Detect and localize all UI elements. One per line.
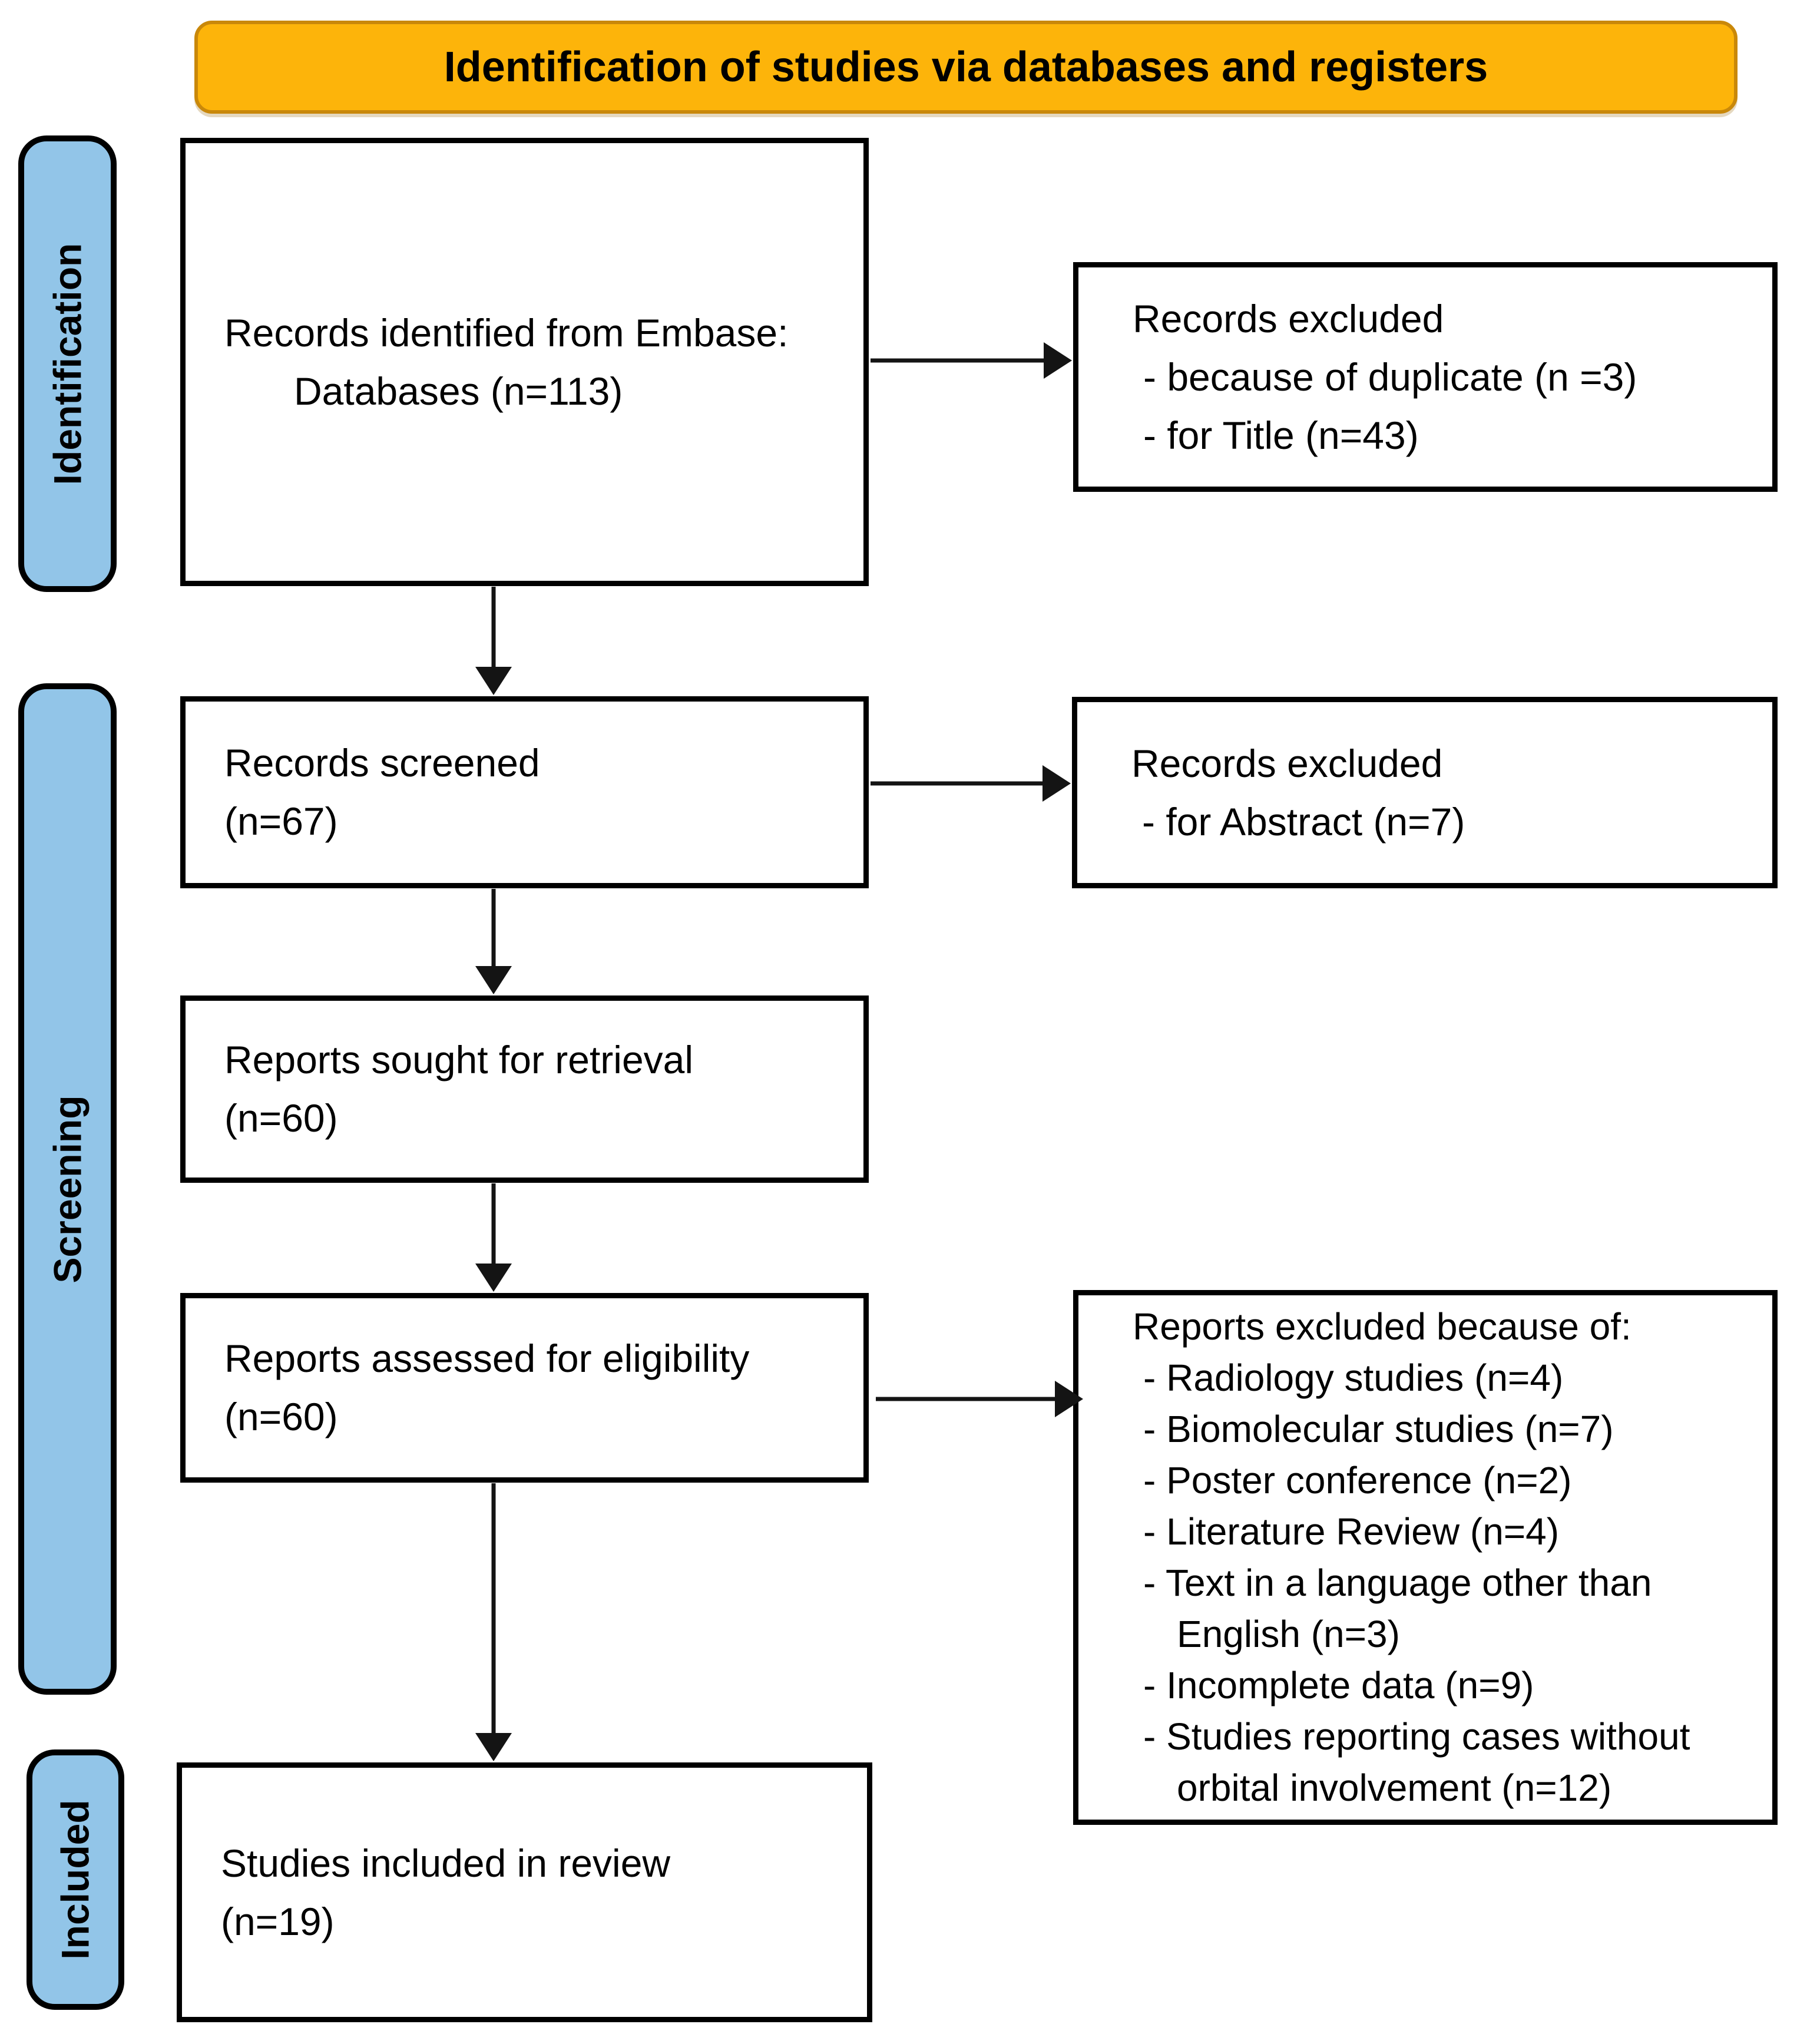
arrow-shaft (871, 358, 1046, 363)
records-identified-line2: Databases (n=113) (294, 369, 623, 413)
arrow-head (475, 1264, 512, 1292)
stage-label-identification: Identification (18, 135, 117, 592)
reports-assessed-line2: (n=60) (224, 1395, 338, 1438)
arrow-assessed-to-included (475, 1483, 512, 1761)
arrow-identified-to-records-excluded (871, 342, 1072, 379)
studies-included-line2: (n=19) (221, 1899, 335, 1943)
arrow-head (475, 667, 512, 695)
exclusion-item-biomolecular: - Biomolecular studies (n=7) (1143, 1407, 1614, 1450)
arrow-head (475, 966, 512, 994)
reports-sought-line2: (n=60) (224, 1096, 338, 1140)
exclusion-item-abstract: - for Abstract (n=7) (1142, 799, 1465, 844)
flow-box-studies-included: Studies included in review (n=19) (177, 1762, 872, 2022)
exclusion-item-duplicate: - because of duplicate (n =3) (1143, 355, 1637, 399)
arrow-head (1043, 765, 1071, 802)
reports-excluded-title: Reports excluded because of: (1133, 1305, 1631, 1348)
arrow-head (1044, 342, 1072, 379)
exclusion-item-language: - Text in a language other than English … (1143, 1562, 1652, 1656)
arrow-shaft (491, 889, 496, 968)
records-screened-line2: (n=67) (224, 799, 338, 843)
stage-label-screening-text: Screening (45, 1094, 90, 1284)
arrow-screened-to-sought (475, 889, 512, 994)
reports-sought-line1: Reports sought for retrieval (224, 1038, 694, 1081)
records-excluded-abstract-title: Records excluded (1131, 741, 1443, 785)
stage-label-included-text: Included (54, 1800, 98, 1960)
exclusion-item-poster: - Poster conference (n=2) (1143, 1458, 1572, 1501)
flow-box-reports-sought: Reports sought for retrieval (n=60) (180, 995, 869, 1183)
arrow-shaft (876, 1397, 1057, 1401)
arrow-head (475, 1733, 512, 1761)
header-banner: Identification of studies via databases … (194, 21, 1738, 114)
exclusion-item-radiology: - Radiology studies (n=4) (1143, 1356, 1564, 1399)
arrow-shaft (871, 781, 1045, 786)
exclusion-box-reports-excluded: Reports excluded because of: - Radiology… (1073, 1290, 1778, 1825)
exclusion-item-incomplete-data: - Incomplete data (n=9) (1143, 1664, 1534, 1707)
exclusion-item-title-screen: - for Title (n=43) (1143, 413, 1419, 457)
flow-box-records-screened: Records screened (n=67) (180, 696, 869, 888)
exclusion-item-no-orbital-involvement: - Studies reporting cases without orbita… (1143, 1715, 1690, 1810)
reports-assessed-line1: Reports assessed for eligibility (224, 1337, 750, 1380)
arrow-head (1055, 1381, 1083, 1417)
flow-box-records-identified: Records identified from Embase: Database… (180, 138, 869, 586)
records-excluded-duplicates-title: Records excluded (1133, 296, 1444, 340)
exclusion-box-records-excluded-duplicates: Records excluded - because of duplicate … (1073, 262, 1778, 492)
arrow-shaft (491, 1483, 496, 1735)
flow-box-reports-assessed: Reports assessed for eligibility (n=60) (180, 1293, 869, 1483)
stage-label-identification-text: Identification (45, 243, 90, 485)
arrow-shaft (491, 1183, 496, 1266)
stage-label-screening: Screening (18, 683, 117, 1695)
arrow-identified-to-screened (475, 587, 512, 695)
arrow-assessed-to-reports-excluded (876, 1380, 1083, 1418)
arrow-sought-to-assessed (475, 1183, 512, 1292)
stage-label-included: Included (27, 1749, 124, 2010)
exclusion-item-literature-review: - Literature Review (n=4) (1143, 1510, 1560, 1553)
arrow-screened-to-records-excluded (871, 765, 1071, 802)
exclusion-box-records-excluded-abstract: Records excluded - for Abstract (n=7) (1072, 697, 1778, 888)
records-screened-line1: Records screened (224, 741, 540, 785)
records-identified-line1: Records identified from Embase: (224, 310, 789, 355)
studies-included-line1: Studies included in review (221, 1841, 671, 1885)
header-title: Identification of studies via databases … (444, 44, 1488, 91)
arrow-shaft (491, 587, 496, 669)
